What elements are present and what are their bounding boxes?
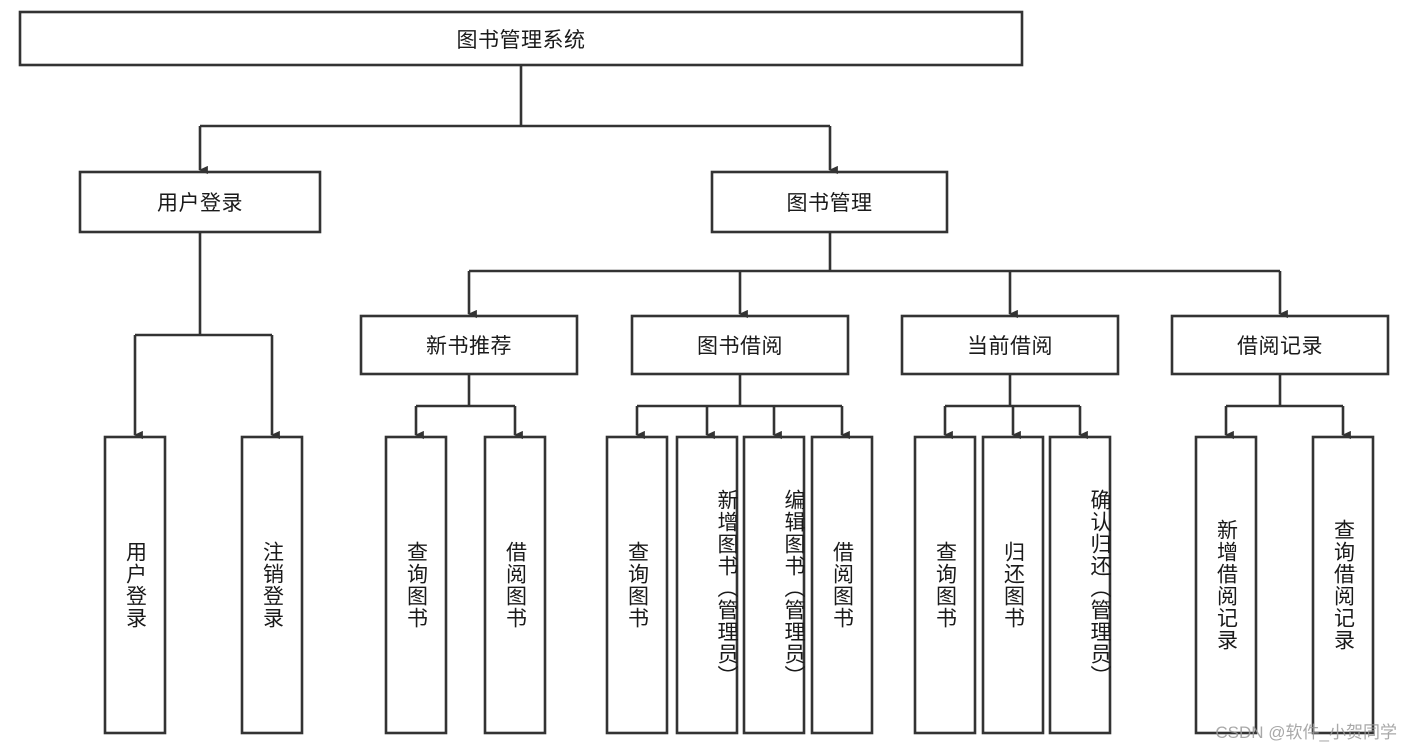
node-rect-leaf-user-login[interactable]: [103, 435, 167, 735]
csdn-watermark: CSDN @软件_小贺同学: [1215, 723, 1397, 742]
node-rect-leaf-return-book[interactable]: [981, 435, 1045, 735]
node-rect-book-borrow[interactable]: [630, 314, 850, 376]
node-rect-user-login[interactable]: [78, 170, 322, 234]
node-rect-borrow-record[interactable]: [1170, 314, 1390, 376]
node-rect-leaf-borrow-book-2[interactable]: [810, 435, 874, 735]
node-rect-leaf-add-book[interactable]: [675, 435, 739, 735]
node-rect-leaf-query-book-2[interactable]: [605, 435, 669, 735]
node-rect-leaf-confirm-return[interactable]: [1048, 435, 1112, 735]
node-rect-leaf-edit-book[interactable]: [742, 435, 806, 735]
node-rect-leaf-borrow-book-1[interactable]: [483, 435, 547, 735]
node-rect-current-borrow[interactable]: [900, 314, 1120, 376]
node-rect-new-book-recommend[interactable]: [359, 314, 579, 376]
node-rect-leaf-add-record[interactable]: [1194, 435, 1258, 735]
node-rect-leaf-query-book-1[interactable]: [384, 435, 448, 735]
node-rect-book-manage[interactable]: [710, 170, 949, 234]
node-rect-leaf-logout[interactable]: [240, 435, 304, 735]
node-rect-leaf-query-record[interactable]: [1311, 435, 1375, 735]
node-rect-root[interactable]: [18, 10, 1024, 67]
node-rect-leaf-query-book-3[interactable]: [913, 435, 977, 735]
